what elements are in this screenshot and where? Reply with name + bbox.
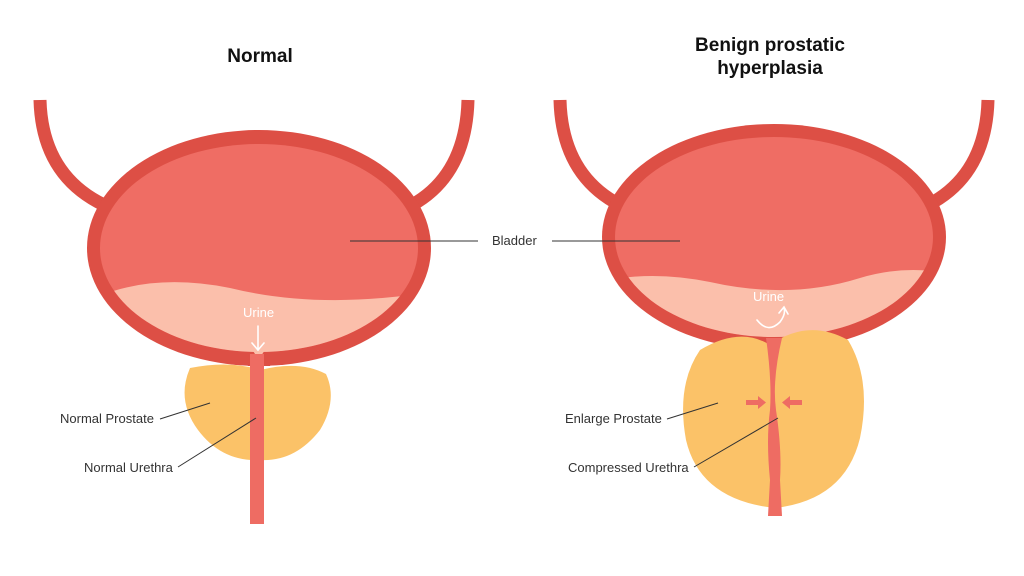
enlarge-prostate-label: Enlarge Prostate xyxy=(565,411,662,426)
normal-title: Normal xyxy=(227,46,293,67)
normal-urine-neck xyxy=(244,340,274,362)
bph-title-line2: hyperplasia xyxy=(717,58,823,79)
normal-urine-arrow-icon xyxy=(251,325,265,352)
normal-prostate-label: Normal Prostate xyxy=(60,411,154,426)
bph-title: Benign prostatic hyperplasia xyxy=(640,34,900,80)
bladder-label: Bladder xyxy=(492,233,537,248)
normal-urethra-label: Normal Urethra xyxy=(84,460,173,475)
normal-urethra xyxy=(250,354,264,524)
urine-label-normal: Urine xyxy=(243,305,275,320)
bph-compressed-urethra xyxy=(766,338,782,516)
bph-urine-swirl-icon xyxy=(756,305,789,329)
bph-ureters xyxy=(553,99,995,211)
bph-title-line1: Benign prostatic xyxy=(695,35,845,56)
leader-lines xyxy=(159,240,779,468)
normal-ureters xyxy=(33,99,475,211)
urine-label-bph: Urine xyxy=(753,289,785,304)
compression-arrows-icon xyxy=(746,396,802,409)
compressed-urethra-label: Compressed Urethra xyxy=(568,460,689,475)
